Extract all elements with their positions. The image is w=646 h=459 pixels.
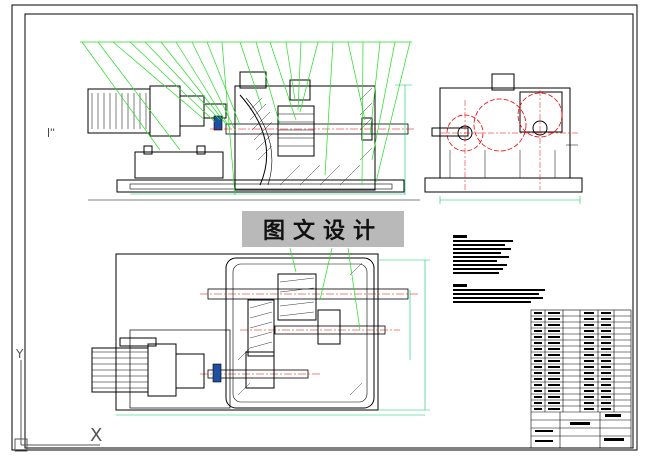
watermark-char-1: 图 [262,218,293,244]
parts-list-text [534,312,624,442]
front-view [87,71,420,201]
watermark-banner: 图 文 设 计 [242,211,404,247]
top-view-leaders [289,247,361,331]
top-view-dimensions [116,259,430,416]
watermark-char-4: 计 [353,218,384,244]
technical-notes [453,235,545,303]
side-view-dimensions [439,196,581,204]
watermark-char-3: 设 [323,218,354,244]
drawing-border-inner [24,13,634,449]
ucs-x-label: X [90,425,103,446]
parts-list-table [530,309,632,449]
side-view [424,73,583,193]
ucs-y-label: Y [16,347,24,361]
ucs-icon [14,360,100,452]
watermark-char-2: 文 [292,218,323,244]
drawing-border-outer [11,4,638,451]
front-view-dimensions [130,84,412,195]
side-stub-label: |'' [47,128,55,138]
front-view-leaders [80,41,412,196]
top-view [91,253,420,411]
